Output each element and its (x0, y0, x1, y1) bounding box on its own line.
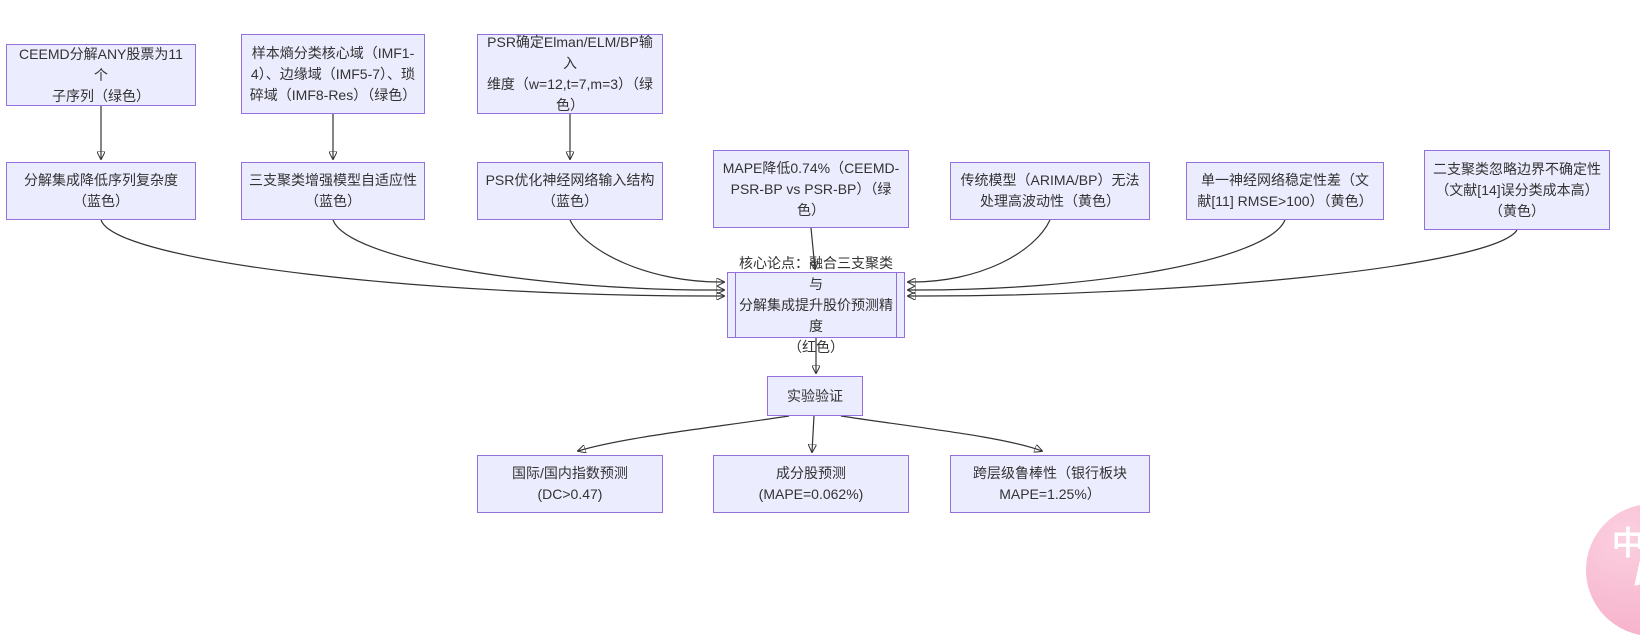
node-ceemd-decompose: CEEMD分解ANY股票为11个 子序列（绿色） (6, 44, 196, 106)
node-label: 三支聚类增强模型自适应性 （蓝色） (249, 172, 417, 209)
node-label: MAPE降低0.74%（CEEMD- PSR-BP vs PSR-BP）（绿 色… (722, 159, 900, 218)
node-core-thesis: 核心论点：融合三支聚类与 分解集成提升股价预测精度 （红色） (727, 255, 905, 355)
node-index-prediction: 国际/国内指数预测 (DC>0.47) (477, 455, 663, 513)
edge-experiment-robust (840, 415, 1042, 451)
node-mape-reduction: MAPE降低0.74%（CEEMD- PSR-BP vs PSR-BP）（绿 色… (713, 150, 909, 228)
edge-experiment-index (578, 415, 790, 451)
node-experiment-validation: 实验验证 (767, 376, 863, 416)
node-cross-level-robustness: 跨层级鲁棒性（银行板块 MAPE=1.25%） (950, 455, 1150, 513)
node-label: 跨层级鲁棒性（银行板块 MAPE=1.25%） (973, 465, 1127, 502)
edge-traditional-core (908, 219, 1051, 282)
edge-twoway-core (908, 229, 1518, 296)
node-component-prediction: 成分股预测 (MAPE=0.062%) (713, 455, 909, 513)
node-label: 实验验证 (787, 387, 843, 404)
node-decompose-complexity: 分解集成降低序列复杂度 （蓝色） (6, 162, 196, 220)
node-label: PSR确定Elman/ELM/BP输入 维度（w=12,t=7,m=3）（绿 色… (486, 34, 654, 113)
translate-zh-glyph: 中 (1612, 525, 1640, 561)
node-traditional-model: 传统模型（ARIMA/BP）无法 处理高波动性（黄色） (950, 162, 1150, 220)
node-psr-dimension: PSR确定Elman/ELM/BP输入 维度（w=12,t=7,m=3）（绿 色… (477, 34, 663, 114)
edge-decompose-core (100, 219, 724, 296)
node-two-way-clustering: 二支聚类忽略边界不确定性 （文献[14]误分类成本高） （黄色） (1424, 150, 1610, 230)
edge-psropt-core (569, 219, 724, 282)
node-label: 二支聚类忽略边界不确定性 （文献[14]误分类成本高） （黄色） (1433, 160, 1601, 219)
edge-singlenn-core (908, 219, 1286, 290)
node-label: 成分股预测 (MAPE=0.062%) (758, 465, 864, 502)
node-label: 单一神经网络稳定性差（文 献[11] RMSE>100）（黄色） (1197, 172, 1373, 209)
node-label: 核心论点：融合三支聚类与 分解集成提升股价预测精度 （红色） (739, 254, 893, 355)
edge-threeway-core (332, 219, 724, 290)
edge-experiment-component (812, 415, 814, 452)
translate-float-button[interactable]: 中 A (1586, 504, 1640, 636)
node-label: PSR优化神经网络输入结构 （蓝色） (485, 172, 655, 209)
node-label: 国际/国内指数预测 (DC>0.47) (512, 465, 628, 502)
node-label: 样本熵分类核心域（IMF1- 4）、边缘域（IMF5-7）、琐 碎域（IMF8-… (249, 44, 417, 103)
node-three-way-clustering: 三支聚类增强模型自适应性 （蓝色） (241, 162, 425, 220)
node-label: 传统模型（ARIMA/BP）无法 处理高波动性（黄色） (960, 172, 1140, 209)
node-psr-optimize: PSR优化神经网络输入结构 （蓝色） (477, 162, 663, 220)
node-sample-entropy: 样本熵分类核心域（IMF1- 4）、边缘域（IMF5-7）、琐 碎域（IMF8-… (241, 34, 425, 114)
flowchart-canvas: CEEMD分解ANY股票为11个 子序列（绿色） 样本熵分类核心域（IMF1- … (6, 34, 1640, 636)
node-label: 分解集成降低序列复杂度 （蓝色） (24, 172, 178, 209)
node-single-nn: 单一神经网络稳定性差（文 献[11] RMSE>100）（黄色） (1186, 162, 1384, 220)
node-label: CEEMD分解ANY股票为11个 子序列（绿色） (19, 45, 183, 104)
